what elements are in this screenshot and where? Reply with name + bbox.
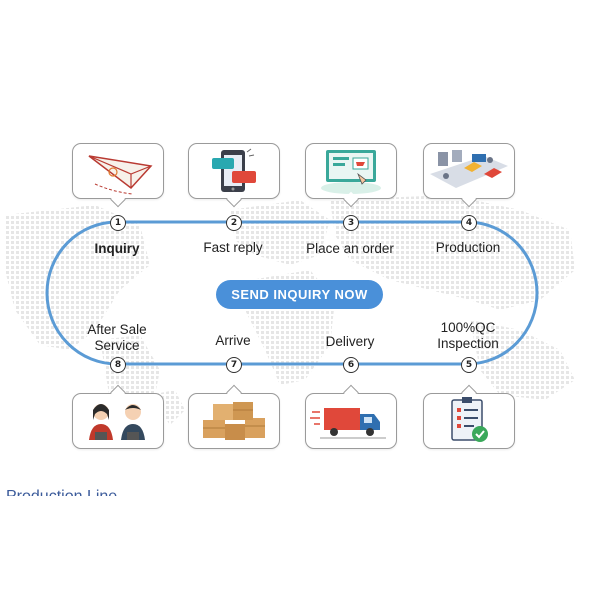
- step-7-label: Arrive: [215, 333, 251, 348]
- paper-plane-icon: [88, 155, 153, 195]
- step-5-label-line1: 100%QC: [440, 320, 496, 335]
- send-inquiry-button[interactable]: SEND INQUIRY NOW: [216, 280, 383, 309]
- step-8-label-line2: Service: [94, 338, 140, 353]
- section-heading-partial: Production Line: [6, 486, 117, 496]
- step-5-label: 100%QC Inspection: [403, 320, 533, 352]
- step-8-bubble: [72, 393, 164, 449]
- step-6-label: Delivery: [325, 334, 375, 349]
- step-1-label: Inquiry: [94, 241, 140, 256]
- factory-line-icon: [430, 150, 508, 188]
- step-1-number: 1: [110, 215, 126, 231]
- step-8-label: After Sale Service: [52, 322, 182, 354]
- support-staff-icon: [89, 404, 145, 440]
- step-2-bubble: [188, 143, 280, 199]
- delivery-truck-icon: [310, 408, 386, 439]
- step-5-label-line2: Inspection: [437, 336, 499, 351]
- step-5-number: 5: [461, 357, 477, 373]
- smartphone-chat-icon: [212, 148, 256, 192]
- step-6-number: 6: [343, 357, 359, 373]
- step-6-bubble: [305, 393, 397, 449]
- step-7-bubble: [188, 393, 280, 449]
- step-3-bubble: [305, 143, 397, 199]
- step-1-bubble: [72, 143, 164, 199]
- step-3-label: Place an order: [306, 241, 394, 256]
- step-8-label-line1: After Sale: [87, 322, 147, 337]
- online-order-icon: [321, 150, 381, 194]
- step-3-number: 3: [343, 215, 359, 231]
- step-8-number: 8: [110, 357, 126, 373]
- step-5-bubble: [423, 393, 515, 449]
- step-2-label: Fast reply: [203, 240, 263, 255]
- step-4-bubble: [423, 143, 515, 199]
- step-4-number: 4: [461, 215, 477, 231]
- step-2-number: 2: [226, 215, 242, 231]
- step-4-label: Production: [435, 240, 501, 255]
- boxes-icon: [203, 402, 265, 440]
- checklist-icon: [451, 397, 488, 442]
- step-7-number: 7: [226, 357, 242, 373]
